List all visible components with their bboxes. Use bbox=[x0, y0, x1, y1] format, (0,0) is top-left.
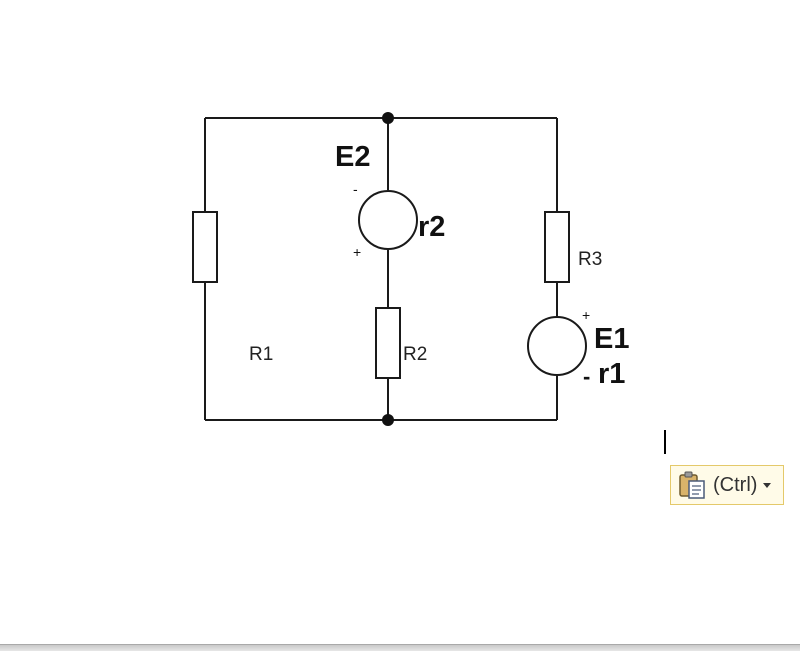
label-r1: R1 bbox=[249, 344, 273, 365]
e2-minus-sign: - bbox=[353, 181, 358, 197]
paste-options-button[interactable]: (Ctrl) bbox=[670, 465, 784, 505]
resistor-r3 bbox=[544, 211, 570, 283]
text-cursor bbox=[664, 430, 666, 454]
e1-minus-sign: - bbox=[583, 364, 590, 389]
label-r3: R3 bbox=[578, 249, 602, 270]
source-e2 bbox=[358, 190, 418, 250]
label-e2: E2 bbox=[335, 141, 370, 173]
resistor-r1 bbox=[192, 211, 218, 283]
paste-options-label: (Ctrl) bbox=[713, 473, 758, 496]
label-r2-internal: r2 bbox=[418, 211, 445, 243]
label-r2: R2 bbox=[403, 344, 427, 365]
resistor-r2 bbox=[375, 307, 401, 379]
node-top bbox=[382, 112, 394, 124]
clipboard-icon bbox=[679, 471, 705, 499]
label-e1: E1 bbox=[594, 323, 629, 355]
window-bottom-edge bbox=[0, 644, 800, 651]
e2-plus-sign: + bbox=[353, 244, 361, 260]
source-e1 bbox=[527, 316, 587, 376]
caret-down-icon[interactable] bbox=[763, 482, 772, 488]
node-bottom bbox=[382, 414, 394, 426]
label-r1-internal: r1 bbox=[598, 358, 625, 390]
e1-plus-sign: + bbox=[582, 307, 590, 323]
